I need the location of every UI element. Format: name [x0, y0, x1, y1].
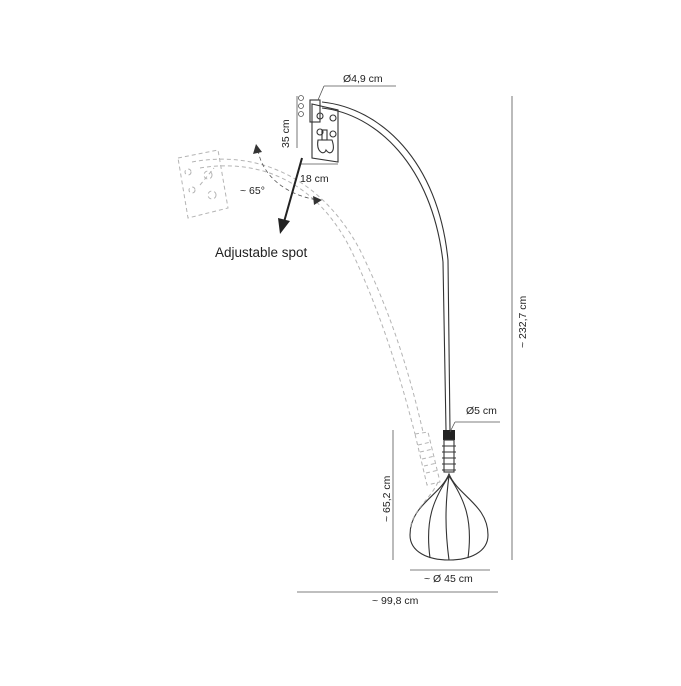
head-width-label: 18 cm — [300, 173, 329, 185]
ghost-lamp-position — [177, 149, 441, 486]
lamp-spring — [442, 421, 500, 473]
base-height-label: ~ 65,2 cm — [381, 475, 393, 522]
stem-diameter-label: Ø5 cm — [466, 405, 497, 417]
ghost-head — [177, 149, 229, 219]
ghost-spring — [414, 431, 441, 486]
arrow-right-icon — [313, 196, 322, 205]
lamp-shade — [409, 472, 489, 561]
overall-dimensions — [297, 96, 513, 593]
total-height-label: ~ 232,7 cm — [517, 296, 529, 348]
head-diameter-label: Ø4,9 cm — [343, 73, 383, 85]
lamp-head — [309, 99, 339, 163]
lamp-arc — [321, 101, 451, 431]
base-diameter-label: ~ Ø 45 cm — [424, 573, 473, 585]
arrow-down-icon — [278, 218, 290, 234]
arrow-up-icon — [253, 144, 262, 154]
angle-label: ~ 65° — [240, 185, 265, 197]
spot-arrow — [278, 157, 303, 234]
rotation-indicator — [253, 144, 322, 205]
spot-label: Adjustable spot — [215, 245, 308, 260]
total-width-label: ~ 99,8 cm — [372, 595, 419, 607]
head-height-label: 35 cm — [280, 119, 292, 148]
head-dimensions — [296, 85, 396, 165]
